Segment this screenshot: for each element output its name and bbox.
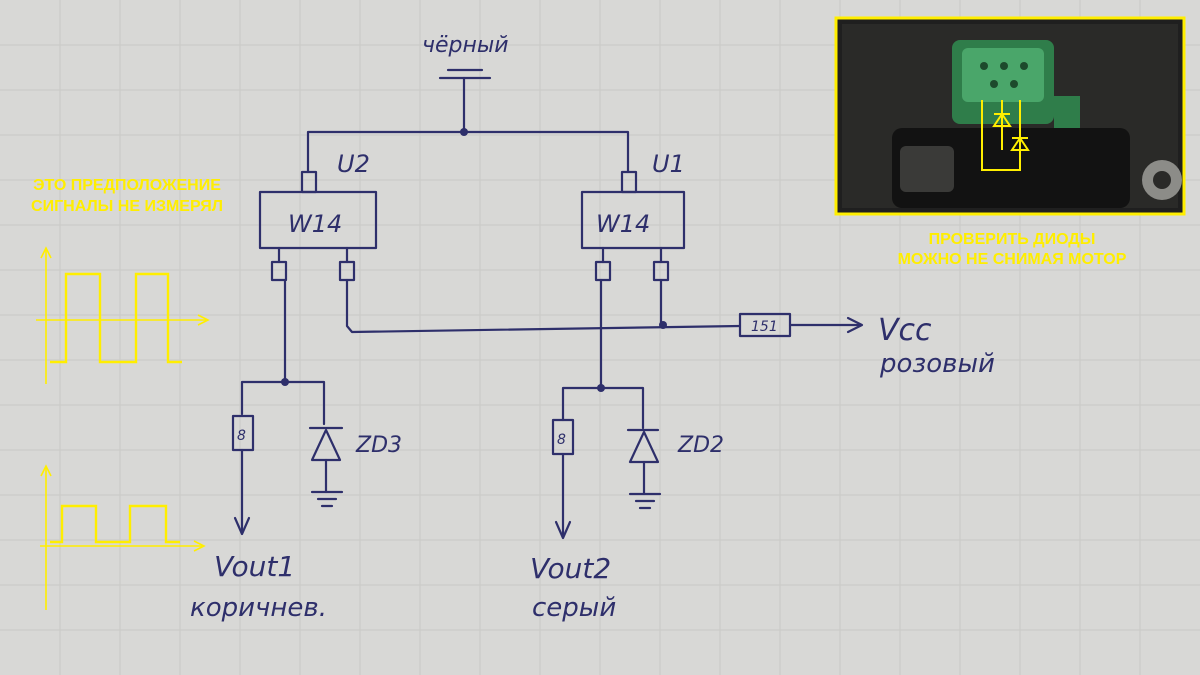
assumption-note-line1: ЭТО ПРЕДПОЛОЖЕНИЕ	[33, 177, 221, 194]
connector-photo	[834, 16, 1186, 216]
resistor-out2-value: 8	[557, 432, 566, 448]
resistor-out1-value: 8	[237, 428, 246, 444]
ic-u1-part: W14	[596, 210, 650, 238]
output2-branch	[551, 278, 662, 540]
vout2-wire-color: серый	[532, 593, 616, 623]
waveform-lower	[40, 464, 206, 610]
resistor-vcc-value: 151	[751, 319, 778, 335]
vcc-bus-wire	[345, 278, 864, 338]
zener-zd3-label: ZD3	[355, 433, 402, 458]
vcc-label: Vcc	[878, 313, 932, 348]
assumption-note-line2: СИГНАЛЫ НЕ ИЗМЕРЯЛ	[31, 198, 223, 215]
top-bus-wire	[306, 128, 630, 174]
ic-u1	[580, 170, 686, 282]
ic-u2-label: U2	[337, 150, 370, 178]
vout1-wire-color: коричнев.	[190, 593, 327, 623]
ic-u1-label: U1	[652, 150, 685, 178]
photo-note-line2: МОЖНО НЕ СНИМАЯ МОТОР	[898, 251, 1127, 268]
ground-wire-label: чёрный	[422, 33, 509, 58]
ground-symbol-top	[438, 68, 492, 134]
zener-zd2-label: ZD2	[677, 433, 724, 458]
output1-branch	[231, 278, 344, 536]
ic-u2	[258, 170, 378, 282]
ic-u2-part: W14	[288, 210, 342, 238]
waveform-upper	[36, 246, 210, 384]
photo-note-line1: ПРОВЕРИТЬ ДИОДЫ	[929, 231, 1096, 248]
vout1-label: Vout1	[214, 550, 295, 583]
vcc-wire-color: розовый	[879, 349, 995, 379]
vout2-label: Vout2	[530, 552, 611, 585]
